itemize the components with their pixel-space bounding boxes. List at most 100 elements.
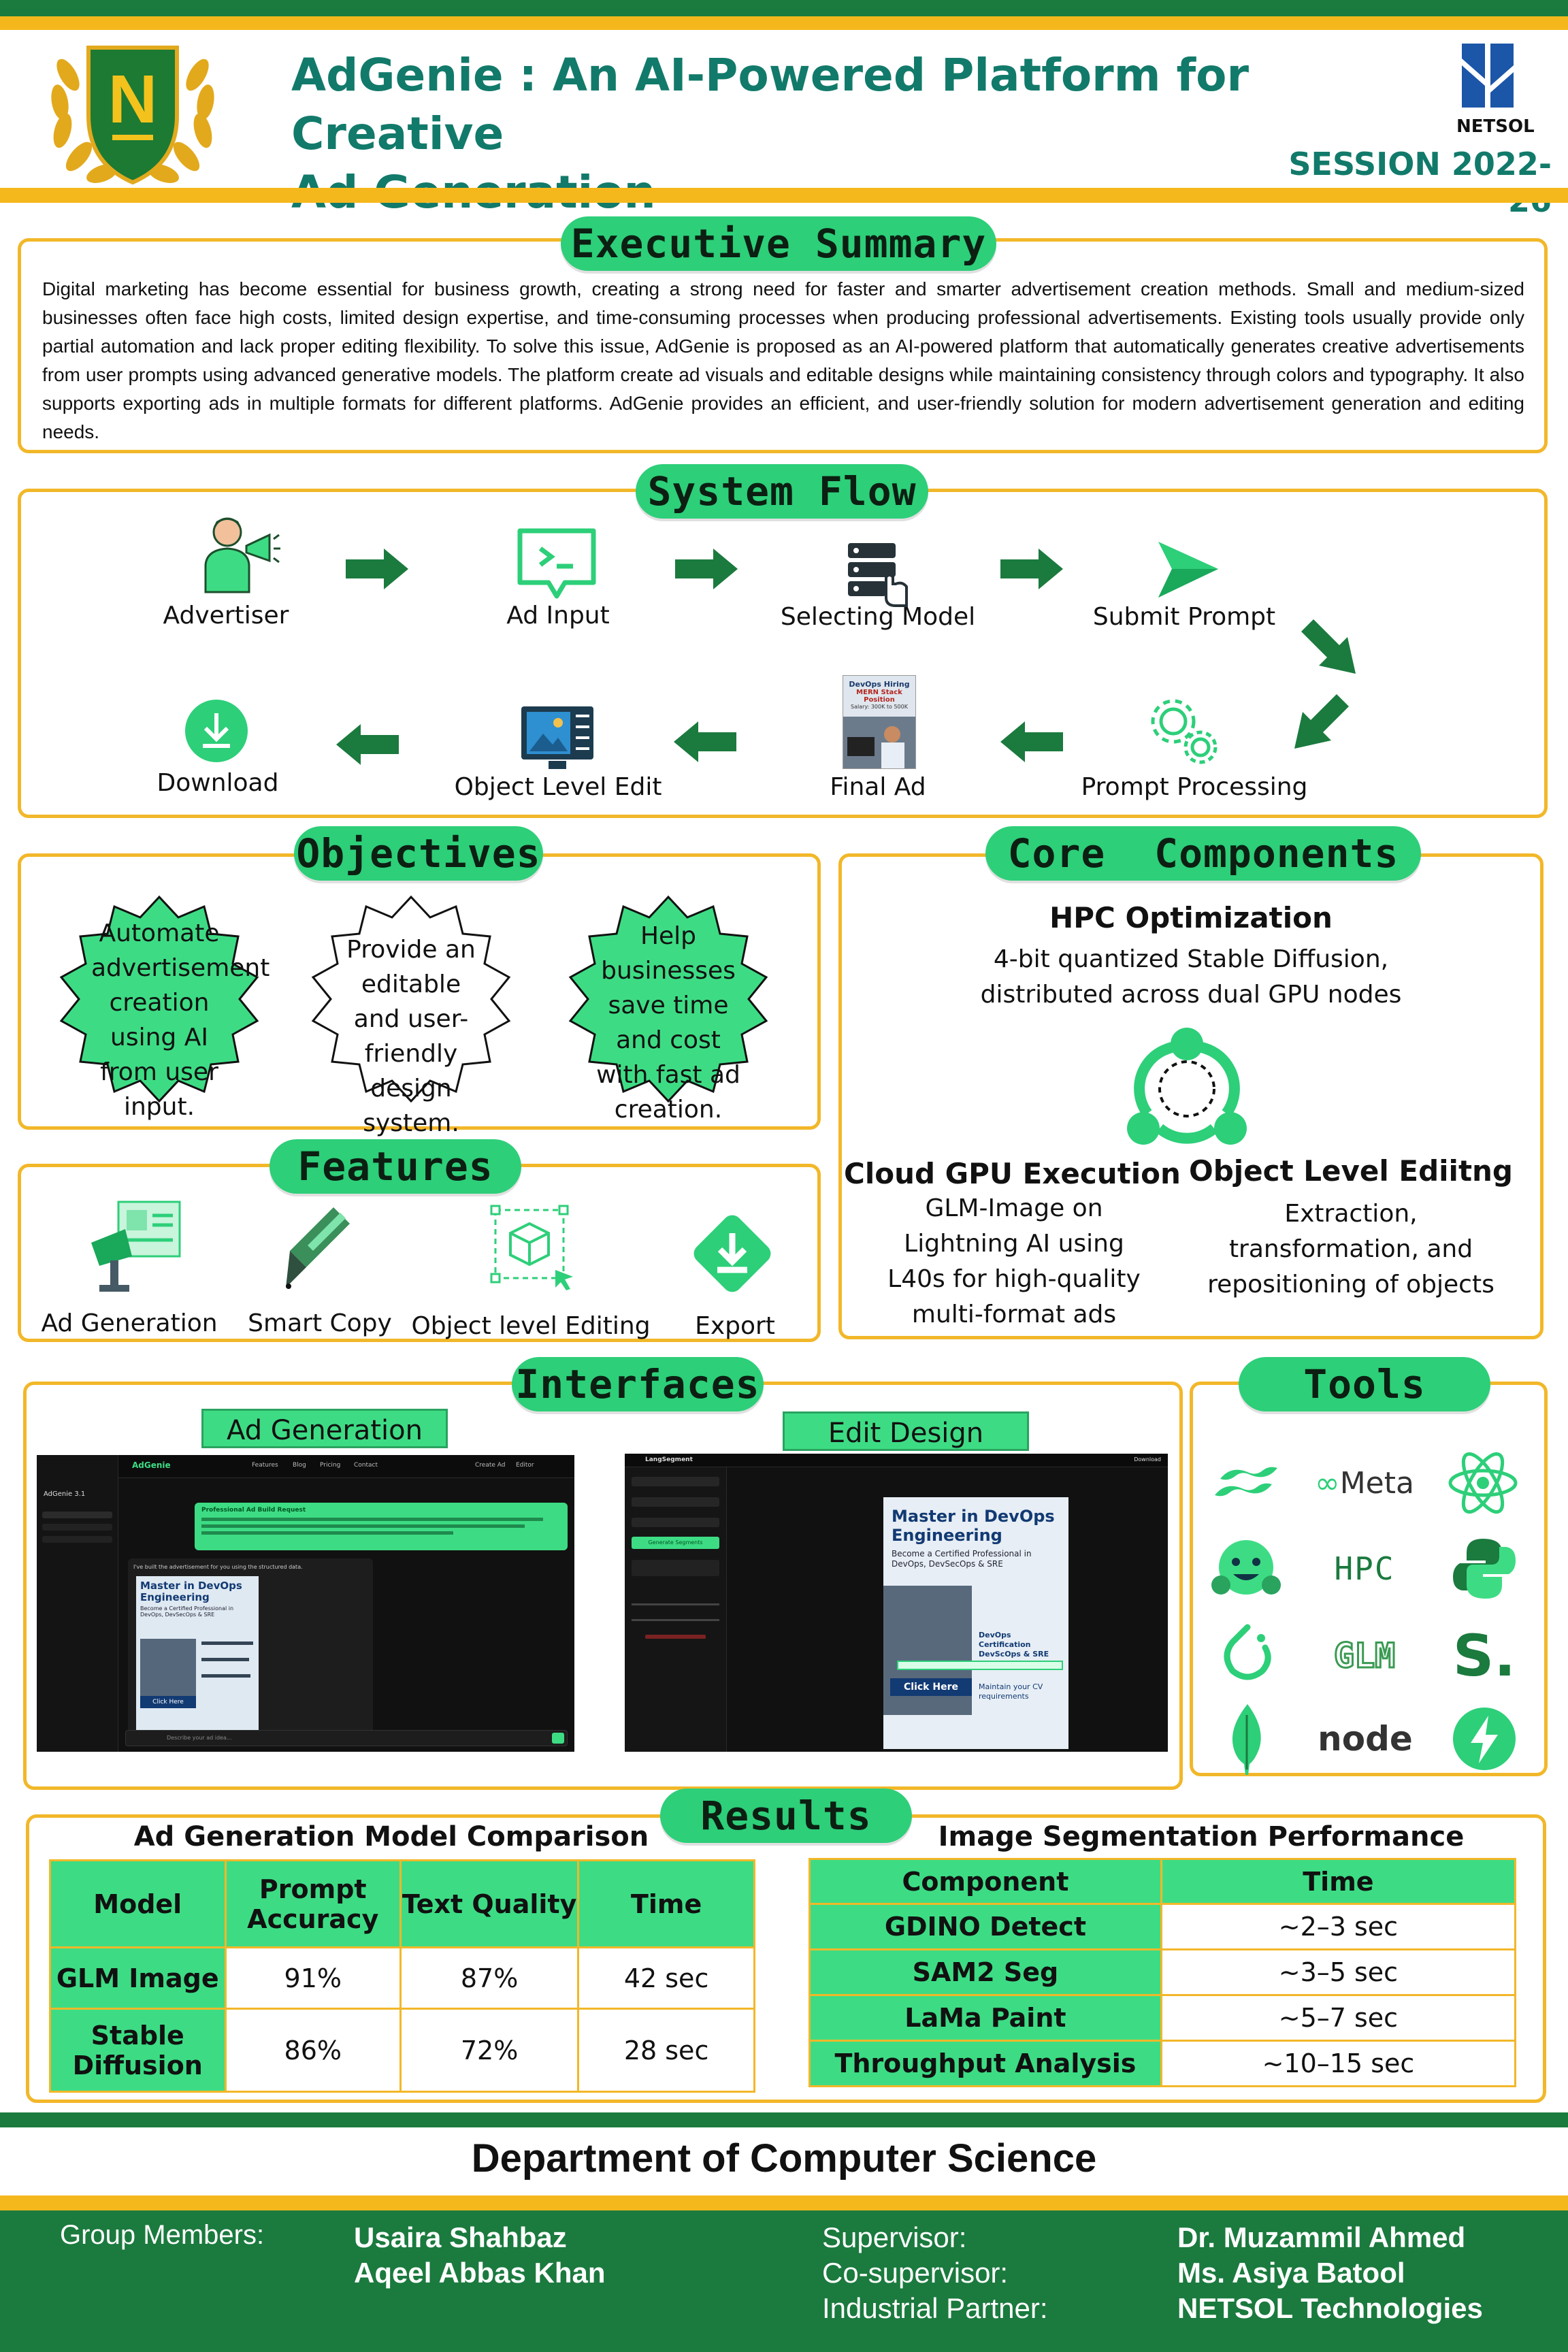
objective-text-1: Automate advertisement creation using AI…: [91, 919, 270, 1121]
mock-left-create-ad: Create Ad: [475, 1462, 506, 1469]
table2-row2-component: SAM2 Seg: [808, 1948, 1162, 1996]
results-heading: Results: [660, 1788, 912, 1843]
flow-label-advertiser: Advertiser: [163, 602, 289, 630]
s-logo: S.: [1440, 1618, 1529, 1693]
final-ad-thumb-photo: [843, 717, 915, 768]
mock-left-request-bubble: Professional Ad Build Request: [195, 1503, 568, 1550]
prompt-processing-icon: [1143, 693, 1222, 769]
flow-label-ad-input: Ad Input: [506, 602, 610, 630]
group-members-label: Group Members:: [60, 2220, 265, 2250]
mock-left-ad-sub: Become a Certified Professional in DevOp…: [140, 1605, 234, 1618]
mock-right-generate-button: Generate Segments: [632, 1537, 719, 1549]
tailwind-icon: [1203, 1446, 1292, 1520]
footer-yellow-bar: [0, 2195, 1568, 2210]
flow-arrow-left-2: [674, 721, 736, 762]
mock-left-brand: AdGenie: [132, 1460, 171, 1470]
top-yellow-bar: [0, 16, 1568, 30]
flow-label-final-ad: Final Ad: [830, 773, 926, 801]
mock-left-sidebar-title: AdGenie 3.1: [44, 1490, 86, 1498]
s-logo-text: S.: [1452, 1622, 1516, 1689]
flow-arrow-down-right: [1301, 619, 1356, 674]
mock-right-ad-cert: DevOps Certification DevScOps & SRE: [979, 1631, 1049, 1659]
ad-generation-icon: [84, 1195, 186, 1297]
flow-arrow-right-3: [1000, 549, 1063, 589]
feature-label-smart-copy: Smart Copy: [248, 1309, 392, 1337]
supervisor-label: Supervisor:: [822, 2221, 967, 2253]
mock-right-ad-cv: Maintain your CV requirements: [979, 1682, 1043, 1701]
objective-badge-1: Automate advertisement creation using AI…: [57, 883, 270, 1121]
flow-label-selecting-model: Selecting Model: [780, 603, 976, 631]
flow-arrow-down-left: [1294, 694, 1349, 749]
mock-left-nav-contact: Contact: [354, 1462, 378, 1469]
object-editing-text: Extraction, transformation, and repositi…: [1207, 1200, 1494, 1298]
objective-text-3: Help businesses save time and cost with …: [596, 922, 740, 1124]
mock-right-ad-cta: Click Here: [890, 1678, 972, 1696]
flow-label-download: Download: [157, 769, 279, 797]
table1-row2-model: Stable Diffusion: [49, 2008, 227, 2093]
group-members-list: Usaira Shahbaz Aqeel Abbas Khan: [354, 2220, 606, 2291]
mock-left-editor: Editor: [516, 1462, 534, 1469]
mock-right-brand: LangSegment: [645, 1456, 693, 1463]
industrial-partner-name: NETSOL Technologies: [1177, 2292, 1483, 2324]
interfaces-heading: Interfaces: [512, 1357, 764, 1411]
object-editing-title: Object Level Ediitng: [1189, 1154, 1513, 1188]
advisor-labels: Supervisor: Co-supervisor: Industrial Pa…: [822, 2220, 1048, 2326]
executive-summary-heading: Executive Summary: [561, 216, 996, 271]
mock-left-navbar: AdGenie Features Blog Pricing Contact Cr…: [118, 1455, 574, 1478]
mock-right-sidebar: Generate Segments: [625, 1467, 727, 1752]
mock-left-reply: I've built the advertisement for you usi…: [128, 1558, 373, 1742]
netsol-logo: NETSOL: [1456, 38, 1545, 140]
flow-label-submit-prompt: Submit Prompt: [1092, 603, 1276, 631]
executive-summary-text: Digital marketing has become essential f…: [42, 278, 1524, 442]
tools-heading: Tools: [1239, 1357, 1490, 1411]
final-ad-thumb-line2: MERN Stack Position: [856, 689, 902, 704]
glm-logo: GLM: [1320, 1618, 1409, 1693]
mock-left-send-button: [552, 1733, 564, 1744]
top-green-bar: [0, 0, 1568, 16]
mock-left-input-bar: Describe your ad idea...: [125, 1730, 568, 1746]
cosupervisor-name: Ms. Asiya Batool: [1177, 2257, 1405, 2289]
mock-left-ad-title: Master in DevOps Engineering: [140, 1580, 242, 1603]
feature-label-ad-generation: Ad Generation: [41, 1309, 218, 1337]
meta-logo-text: Meta: [1339, 1465, 1414, 1501]
system-flow-heading: System Flow: [636, 464, 928, 519]
table1-row2-text-quality: 72%: [399, 2008, 580, 2093]
interface-label-ad-generation: Ad Generation: [201, 1409, 448, 1448]
footer-top-green-bar: [0, 2112, 1568, 2127]
cloud-gpu-title: Cloud GPU Execution: [844, 1157, 1181, 1190]
node-logo-text: node: [1318, 1719, 1413, 1759]
segmentation-performance-table: Component Time GDINO Detect ~2–3 sec SAM…: [808, 1858, 1517, 2087]
objective-badge-2: Provide an editable and user-friendly de…: [309, 883, 513, 1137]
table1-row1-model: GLM Image: [49, 1946, 227, 2010]
netsol-logo-text: NETSOL: [1456, 116, 1535, 137]
flow-arrow-left-1: [1000, 721, 1063, 762]
python-icon: [1440, 1531, 1529, 1606]
title-line-1: AdGenie : An AI-Powered Platform for Cre…: [291, 49, 1250, 160]
table2-header-time: Time: [1160, 1858, 1517, 1905]
cosupervisor-label: Co-supervisor:: [822, 2257, 1009, 2289]
final-ad-thumbnail: DevOps Hiring MERN Stack Position Salary…: [843, 675, 916, 769]
table1-header-prompt-accuracy: Prompt Accuracy: [224, 1859, 402, 1948]
table1-row2-prompt-accuracy: 86%: [224, 2008, 402, 2093]
cycle-icon: [1119, 1026, 1255, 1149]
header-bottom-bar: [0, 188, 1568, 203]
pytorch-icon: [1203, 1618, 1292, 1693]
mock-left-request-title: Professional Ad Build Request: [201, 1507, 306, 1514]
mock-left-input-placeholder: Describe your ad idea...: [167, 1735, 232, 1741]
cloud-gpu-text: GLM-Image on Lightning AI using L40s for…: [887, 1194, 1141, 1328]
industrial-partner-label: Industrial Partner:: [822, 2292, 1048, 2324]
mock-left-ad-cta: Click Here: [140, 1696, 196, 1708]
interface-label-edit-design: Edit Design: [783, 1411, 1029, 1451]
object-level-edit-icon: [519, 704, 596, 772]
table2-header-component: Component: [808, 1858, 1162, 1905]
mock-right-ad-sub: Become a Certified Professional in DevOp…: [892, 1549, 1032, 1569]
table2-row4-component: Throughput Analysis: [808, 2040, 1162, 2087]
table1-row2-time: 28 sec: [577, 2008, 755, 2093]
table1-row1-time: 42 sec: [577, 1946, 755, 2010]
flow-label-prompt-processing: Prompt Processing: [1081, 773, 1308, 801]
table1-header-text-quality: Text Quality: [399, 1859, 580, 1948]
smart-copy-icon: [279, 1203, 354, 1298]
table2-row2-time: ~3–5 sec: [1160, 1948, 1517, 1996]
glm-logo-text: GLM: [1333, 1635, 1396, 1677]
flow-arrow-left-3: [336, 724, 399, 765]
